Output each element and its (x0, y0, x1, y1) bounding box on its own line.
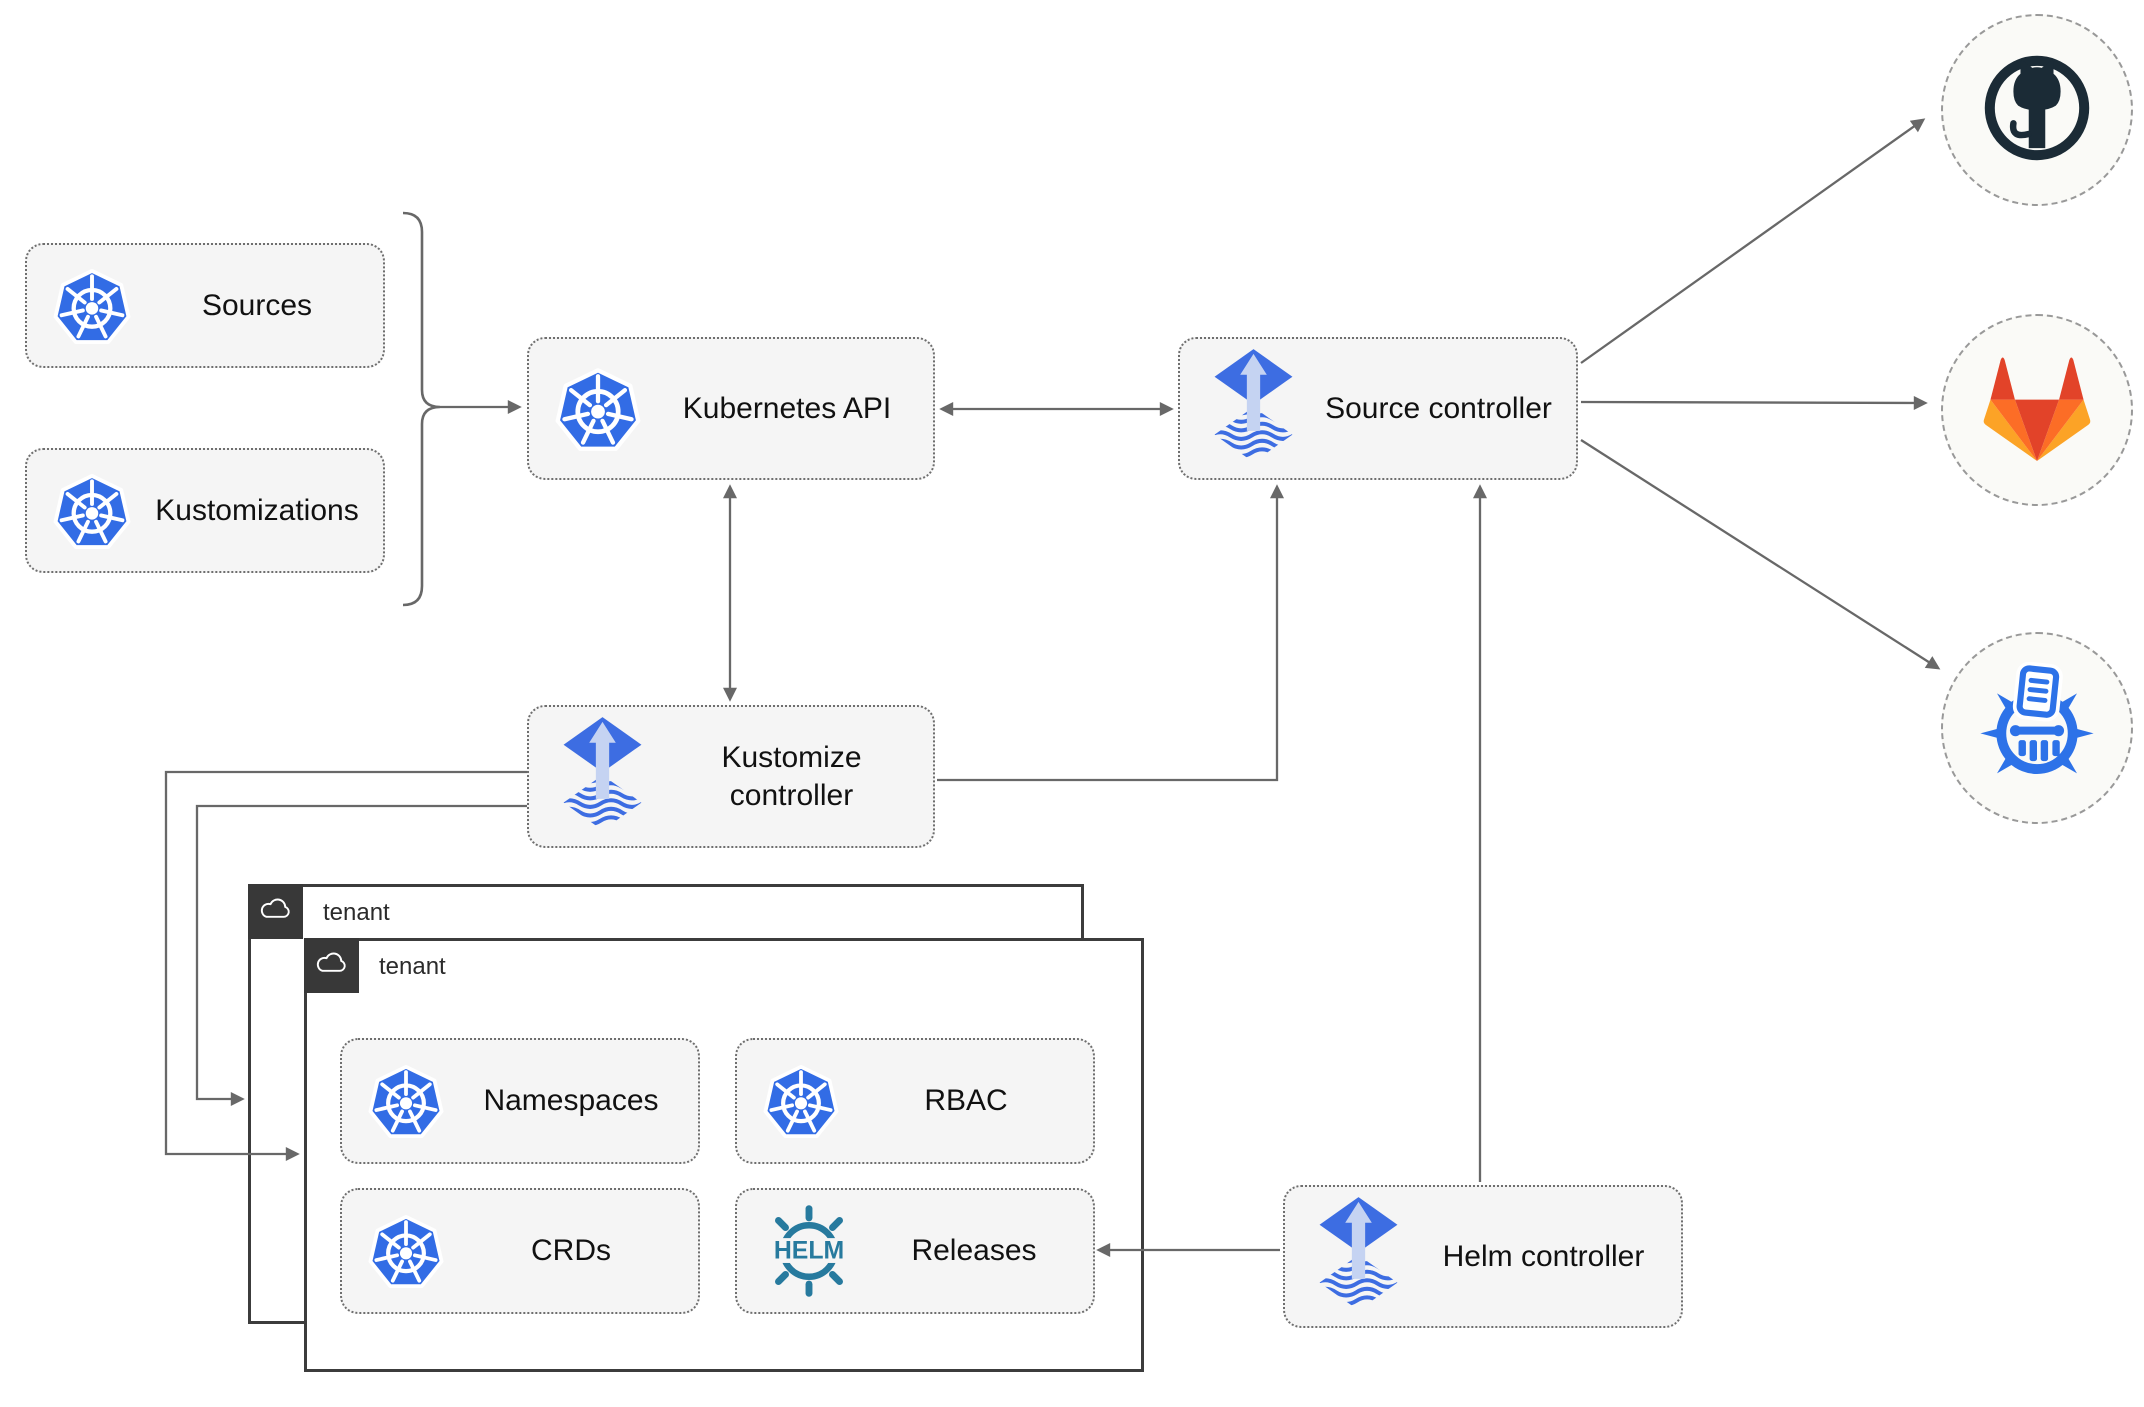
tenant-inner-label: tenant (379, 953, 446, 980)
releases-label: Releases (911, 1234, 1037, 1268)
kustomizations-label: Kustomizations (155, 493, 359, 527)
kubernetes-icon (368, 1213, 444, 1289)
registry-endpoint (1941, 632, 2133, 824)
helm-controller-node: Helm controller (1283, 1185, 1683, 1328)
sources-kustomizations-brace (402, 211, 441, 607)
kubernetes-api-node: Kubernetes API (527, 337, 935, 480)
kubernetes-icon (763, 1063, 839, 1139)
namespaces-label: Namespaces (483, 1084, 659, 1118)
gitlab-icon (1977, 353, 2097, 468)
container-registry-icon (1975, 661, 2099, 795)
sources-label: Sources (201, 288, 313, 322)
tenant-badge (248, 884, 303, 939)
edge-source-to-github (1580, 118, 1926, 364)
kubernetes-icon (53, 267, 131, 345)
tenant-outer-label: tenant (323, 899, 390, 926)
flux-icon (1206, 347, 1301, 471)
edge-source-to-registry (1580, 439, 1941, 670)
tenant-badge (304, 938, 359, 993)
flux-icon (555, 715, 650, 839)
namespaces-node: Namespaces (340, 1038, 700, 1164)
flux-icon (1311, 1195, 1406, 1319)
kubernetes-icon (555, 366, 641, 452)
cloud-icon (258, 897, 294, 926)
kubernetes-icon (53, 472, 131, 550)
kubernetes-api-label: Kubernetes API (682, 391, 892, 425)
edge-source-to-gitlab (1580, 395, 1928, 410)
rbac-label: RBAC (924, 1084, 1008, 1118)
kustomize-controller-node: Kustomize controller (527, 705, 935, 848)
cloud-icon (314, 951, 350, 980)
sources-node: Sources (25, 243, 385, 368)
helm-logo-text: HELM (774, 1237, 844, 1264)
source-controller-node: Source controller (1178, 337, 1578, 480)
kustomize-controller-label: Kustomize controller (721, 741, 862, 812)
kustomizations-node: Kustomizations (25, 448, 385, 573)
github-icon (1978, 49, 2096, 172)
source-controller-label: Source controller (1325, 391, 1552, 425)
releases-node: HELM Releases (735, 1188, 1095, 1314)
helm-controller-label: Helm controller (1442, 1239, 1645, 1273)
helm-icon: HELM (763, 1205, 855, 1297)
crds-label: CRDs (531, 1234, 611, 1268)
github-endpoint (1941, 14, 2133, 206)
rbac-node: RBAC (735, 1038, 1095, 1164)
kubernetes-icon (368, 1063, 444, 1139)
crds-node: CRDs (340, 1188, 700, 1314)
gitlab-endpoint (1941, 314, 2133, 506)
edge-kustomize-to-source-controller (937, 484, 1284, 782)
